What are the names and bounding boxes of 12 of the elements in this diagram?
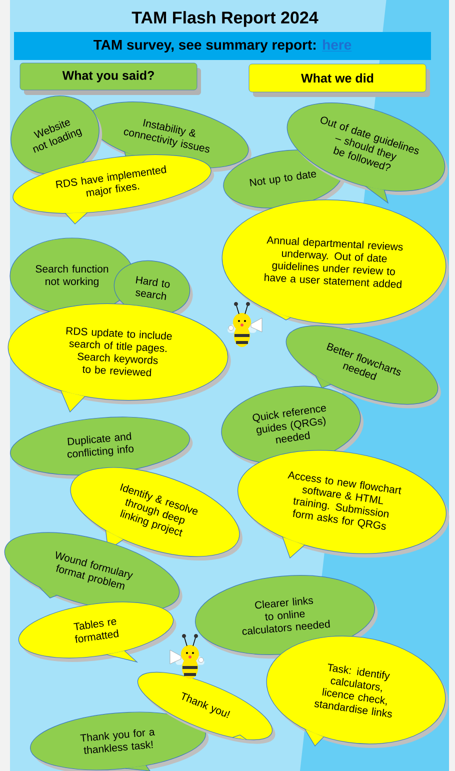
heading-box: What we did [248, 64, 430, 98]
speech-bubble: Access to new flowchart software & HTML training. Submission form asks for QRGs [238, 450, 449, 559]
speech-bubble: Task: identify calculators, licence check, standardise links [266, 636, 448, 748]
speech-bubble: RDS update to include search of title pages. Search keywords to be reviewed [8, 303, 231, 413]
heading-box: What you said? [20, 62, 201, 95]
speech-bubble: Annual departmental reviews underway. Out of date guidelines under review to have a user statement added [222, 200, 449, 328]
speech-bubble: Duplicate and conflicting info [10, 416, 193, 479]
speech-bubble: Tables re formatted [18, 602, 176, 663]
speech-bubble: Thank you for a thankless task! [30, 712, 209, 771]
speech-bubble: RDS have implemented major fixes. [12, 154, 214, 224]
title: TAM Flash Report 2024 [132, 11, 318, 27]
banner: TAM survey, see summary report: here [14, 32, 431, 60]
